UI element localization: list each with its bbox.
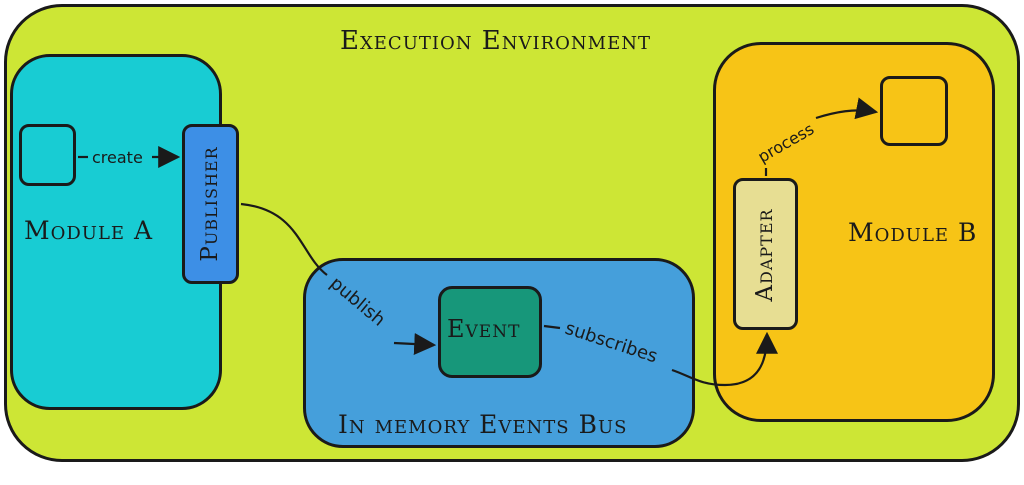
event-label: Event (447, 315, 521, 343)
subscribes-arrow-start (543, 324, 561, 330)
execution-environment-title: Execution Environment (340, 26, 651, 56)
process-arrow (815, 97, 879, 120)
module-b-item-square (880, 76, 948, 146)
events-bus-title: In memory Events Bus (338, 410, 628, 439)
subscribes-label: subscribes (562, 318, 660, 368)
publish-arrow-head (393, 333, 437, 355)
publisher-box (182, 124, 239, 284)
publish-arrow (240, 202, 328, 276)
process-label: process (755, 119, 818, 166)
subscribes-arrow (671, 331, 778, 387)
publish-label: publish (326, 273, 389, 331)
module-b-title: Module B (848, 218, 978, 247)
event-box (438, 286, 542, 378)
adapter-box (733, 178, 798, 330)
module-a-title: Module A (24, 216, 154, 245)
create-label: create (92, 148, 143, 167)
module-a-item-square (19, 124, 76, 186)
